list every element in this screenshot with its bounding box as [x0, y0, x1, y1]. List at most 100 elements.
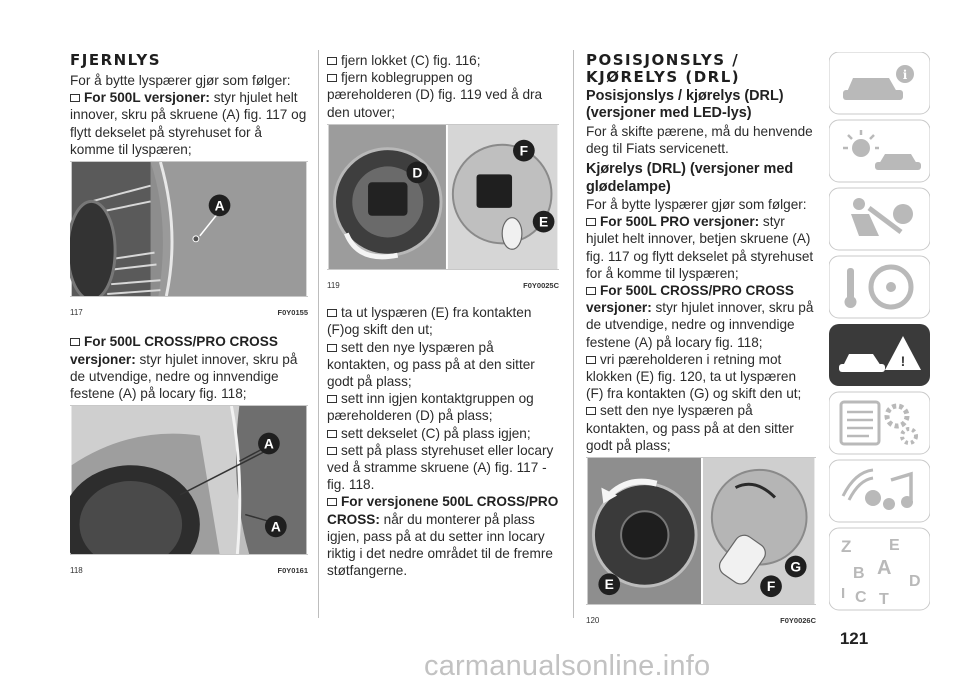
bullet-bold-lead: For 500L versjoner: — [84, 90, 210, 106]
callout-f: F — [520, 143, 528, 158]
callout-f: F — [767, 578, 775, 594]
checkbox-bullet-icon — [327, 429, 337, 438]
bullet-bold-lead: For versjonene 500L CROSS/PRO CROSS: — [327, 494, 559, 527]
callout-e: E — [605, 576, 614, 592]
bullet-item: sett inn igjen kontaktgruppen og pærehol… — [327, 390, 559, 424]
bullet-item: fjern koblegruppen og pæreholderen (D) f… — [327, 69, 559, 121]
safety-chapter-icon[interactable] — [829, 187, 930, 251]
figure-118: A A 118 F0Y0161 — [61, 405, 308, 584]
bullet-item: sett den nye lyspæren på kontakten, og p… — [586, 402, 816, 454]
figure-caption: 120 F0Y0026C — [586, 609, 816, 629]
figure-number: 119 — [327, 281, 340, 291]
figure-number: 117 — [70, 308, 83, 318]
bullet-text: sett inn igjen kontaktgruppen og pærehol… — [327, 391, 534, 424]
index-letter: Z — [841, 537, 851, 556]
callout-e: E — [539, 214, 548, 229]
title-line-2: KJØRELYS (DRL) — [586, 68, 741, 86]
starting-driving-chapter-icon[interactable] — [829, 255, 930, 319]
checkbox-bullet-icon — [70, 94, 80, 103]
index-letter: I — [841, 585, 845, 602]
figure-code: F0Y0025C — [523, 281, 559, 291]
bullet-item: vri pæreholderen i retning mot klokken (… — [586, 351, 816, 403]
callout-a: A — [215, 198, 225, 213]
subheading-led: Posisjonslys / kjørelys (DRL) (versjoner… — [586, 88, 784, 122]
bullet-item: sett dekselet (C) på plass igjen; — [327, 425, 559, 442]
figure-caption: 119 F0Y0025C — [327, 274, 559, 294]
index-letter: E — [889, 537, 900, 554]
figure-120-illustration: E F G — [586, 457, 816, 606]
checkbox-bullet-icon — [586, 218, 596, 227]
bullet-text: når du monterer på plass igjen, pass på … — [327, 511, 553, 579]
bullet-text: styr hjulet innover, skru på de utvendig… — [586, 300, 814, 350]
index-letter: A — [877, 557, 891, 579]
checkbox-bullet-icon — [327, 446, 337, 455]
column-3: POSISJONSLYS /KJØRELYS (DRL) Posisjonsly… — [586, 52, 816, 631]
bullet-item: For 500L CROSS/PRO CROSS versjoner: styr… — [586, 282, 816, 351]
index-letter: D — [909, 573, 921, 590]
bullet-item: ta ut lyspæren (E) fra kontakten (F)og s… — [327, 304, 559, 338]
figure-117-illustration: A — [66, 161, 308, 302]
figure-120: E F G 120 F0Y0026C — [586, 457, 816, 629]
checkbox-bullet-icon — [327, 395, 337, 404]
bullet-text: sett på plass styrehuset eller locary ve… — [327, 442, 554, 493]
index-letter: T — [879, 591, 889, 608]
figure-code: F0Y0155 — [277, 308, 308, 318]
index-letter: B — [853, 565, 865, 582]
checkbox-bullet-icon — [586, 287, 596, 296]
figure-119: D F E 119 F0Y0025C — [327, 123, 559, 294]
bullet-text: styr hjulet helt innover, skru på skruen… — [70, 90, 307, 157]
callout-g: G — [790, 559, 801, 575]
callout-a-lower: A — [271, 519, 281, 535]
bullet-bold-lead: For 500L PRO versjoner: — [600, 214, 760, 230]
index-letter: C — [855, 589, 867, 606]
svg-text:!: ! — [901, 353, 906, 369]
alphabetical-index-chapter-icon[interactable]: Z E A B D I C T — [829, 527, 930, 611]
figure-number: 118 — [70, 566, 83, 576]
page-number: 121 — [839, 629, 869, 648]
bullet-text: sett den nye lyspæren på kontakten, og p… — [327, 339, 535, 390]
bullet-text: fjern lokket (C) fig. 116; — [341, 53, 481, 68]
callout-d: D — [412, 165, 422, 180]
bullet-item: sett den nye lyspæren på kontakten, og p… — [327, 339, 559, 391]
bullet-text: sett den nye lyspæren på kontakten, og p… — [586, 403, 794, 453]
emergency-chapter-icon[interactable]: ! — [829, 324, 930, 386]
column-1: FJERNLYS For å bytte lyspærer gjør som f… — [61, 51, 308, 584]
figure-caption: 117 F0Y0155 — [70, 301, 308, 321]
car-info-chapter-icon[interactable]: i — [829, 52, 930, 115]
bullet-item: For 500L PRO versjoner: styr hjulet helt… — [586, 213, 816, 282]
section-title-posisjonslys: POSISJONSLYS /KJØRELYS (DRL) — [586, 52, 816, 86]
callout-a-upper: A — [264, 436, 274, 452]
figure-code: F0Y0026C — [780, 616, 816, 626]
column-divider-2 — [573, 50, 574, 618]
figure-119-illustration: D F E — [327, 123, 559, 270]
bullet-text: styr hjulet innover, skru på de utvendig… — [70, 351, 298, 402]
figure-caption: 118 F0Y0161 — [70, 559, 308, 579]
watermark: carmanualsonline.info — [424, 650, 711, 682]
paragraph: For å skifte pærene, må du henvende deg … — [586, 123, 813, 157]
checkbox-bullet-icon — [327, 498, 337, 507]
section-title-fjernlys: FJERNLYS — [70, 51, 162, 69]
svg-text:i: i — [903, 68, 908, 82]
checkbox-bullet-icon — [327, 309, 337, 318]
bullet-item: For 500L CROSS/PRO CROSS versjoner: styr… — [70, 333, 308, 402]
bullet-bold-lead: For 500L CROSS/PRO CROSS versjoner: — [70, 334, 278, 367]
checkbox-bullet-icon — [586, 407, 596, 416]
bullet-text: sett dekselet (C) på plass igjen; — [341, 425, 531, 441]
chapter-index-sidebar: i ! — [829, 52, 930, 611]
bullet-bold-lead: For 500L CROSS/PRO CROSS versjoner: — [586, 283, 794, 316]
figure-117: A 117 F0Y0155 — [66, 161, 308, 321]
multimedia-chapter-icon[interactable] — [829, 459, 930, 523]
checkbox-bullet-icon — [327, 74, 337, 83]
column-divider-1 — [318, 50, 319, 618]
maintenance-chapter-icon[interactable] — [829, 391, 930, 455]
column-2: fjern lokket (C) fig. 116; fjern koblegr… — [327, 52, 559, 579]
bullet-text: styr hjulet helt innover, betjen skruene… — [586, 214, 814, 281]
dashboard-lights-chapter-icon[interactable] — [829, 119, 930, 183]
figure-code: F0Y0161 — [277, 566, 308, 576]
figure-118-illustration: A A — [61, 405, 308, 584]
checkbox-bullet-icon — [327, 57, 337, 65]
figure-number: 120 — [586, 616, 600, 626]
checkbox-bullet-icon — [586, 355, 596, 364]
paragraph: For å bytte lyspærer gjør som følger: — [586, 197, 807, 213]
checkbox-bullet-icon — [327, 343, 337, 352]
